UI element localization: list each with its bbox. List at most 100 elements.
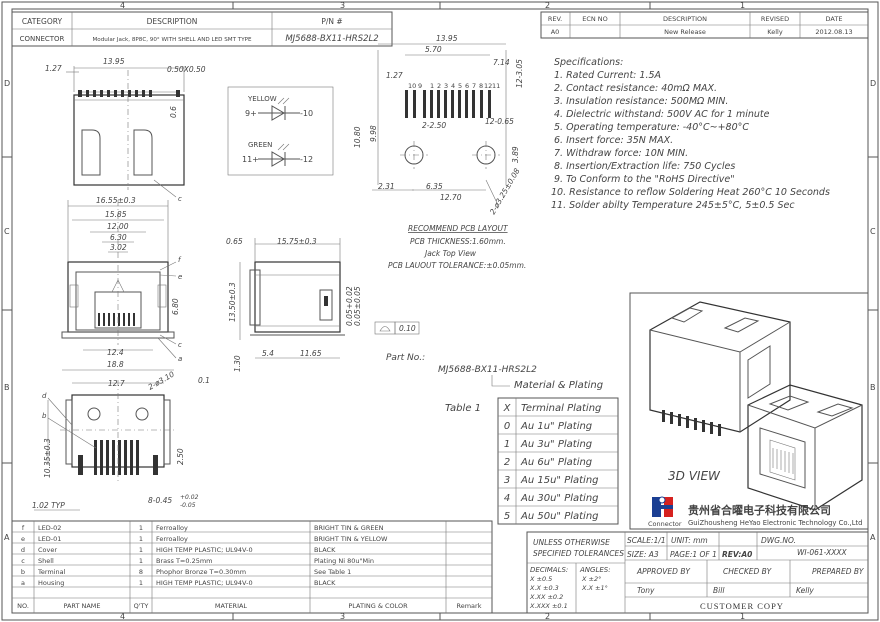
angles-xx: X.X ±1° (581, 584, 608, 592)
spec-item-8: 8. Insertion/Extraction life: 750 Cycles (554, 161, 735, 172)
dim-2-holes: 2-ø3.10 (147, 369, 177, 391)
dim-1-27: 1.27 (45, 64, 62, 73)
bom-row-a-no: a (21, 579, 25, 587)
pcb-pin-12: 12 (484, 82, 492, 90)
bom-row-c-name: Shell (38, 557, 54, 565)
pcb-pin-7: 7 (472, 82, 476, 90)
prepared-by-label: PREPARED BY (812, 567, 865, 576)
flatness-icon (379, 326, 391, 332)
dim-16-55: 16.55±0.3 (96, 196, 136, 205)
pcb-jack-top-view: Jack Top View (423, 249, 477, 258)
dim-0-65: 0.65 (226, 237, 243, 246)
pcb-pin-1: 1 (430, 82, 434, 90)
callout-a-front: a (178, 355, 182, 363)
pcb-pin-3: 3 (444, 82, 448, 90)
dim-5-4: 5.4 (262, 349, 274, 358)
bom-row-d-name: Cover (38, 546, 57, 554)
callout-b: b (42, 412, 47, 420)
plating-row-4: Au 30u" Plating (520, 493, 599, 504)
spec-item-2: 2. Contact resistance: 40mΩ MAX. (554, 83, 717, 94)
zone-left-a: A (4, 533, 10, 542)
angles-label: ANGLES: (579, 566, 611, 574)
bom-header-no: NO. (17, 602, 29, 610)
zone-left-d: D (4, 79, 10, 88)
company-logo: Connector (648, 496, 682, 528)
pcb-tolerance: PCB LAUOUT TOLERANCE:±0.05mm. (388, 261, 526, 270)
bom-row-b-no: b (21, 568, 25, 576)
dim-15-75: 15.75±0.3 (277, 237, 317, 246)
led-green-anode: 11+ (242, 155, 259, 164)
part-no-value: MJ5688-BX11-HRS2L2 (438, 365, 537, 375)
bom-row-d-plating: BLACK (314, 546, 336, 554)
spec-item-11: 11. Solder abilty Temperature 245±5°C, 5… (551, 200, 795, 211)
ecn-header: ECN NO (582, 15, 608, 23)
zone-top-1: 1 (740, 1, 745, 10)
decimals-x: X ±0.5 (529, 575, 552, 583)
dim-6-30: 6.30 (110, 233, 127, 242)
callout-f: f (178, 256, 182, 264)
bottom-view-callouts: d b (42, 392, 97, 449)
pcb-thickness: PCB THICKNESS:1.60mm. (410, 237, 506, 246)
dim-0-10: 0.10 (399, 324, 416, 333)
bom-row-f-name: LED-02 (38, 524, 61, 532)
pcb-pin-9: 9 (418, 82, 422, 90)
zone-markers: 4 3 2 1 4 3 2 1 D C B A D C B A (4, 1, 876, 621)
bom-header-plating: PLATING & COLOR (348, 602, 408, 610)
unit-value: UNIT: mm (671, 536, 708, 545)
led-yellow-cathode: -10 (300, 109, 313, 118)
plating-row-4-x: 4 (504, 493, 510, 504)
callout-c-top: c (153, 179, 182, 203)
zone-left-c: C (4, 227, 10, 236)
spec-item-5: 5. Operating temperature: -40°C~+80°C (554, 122, 749, 133)
pcb-layout (372, 43, 507, 206)
category-header: CATEGORY (22, 17, 63, 26)
bom-row-e-qty: 1 (139, 535, 143, 543)
pn-header: P/N # (321, 17, 342, 26)
zone-top-2: 2 (545, 1, 550, 10)
bottom-view (34, 380, 176, 511)
zone-bottom-1: 1 (740, 612, 745, 621)
material-plating-label: Material & Plating (514, 380, 603, 391)
company-block: Connector 贵州省合曜电子科技有限公司 GuiZhousheng HeY… (648, 496, 862, 528)
dim-12-00: 12.00 (107, 222, 129, 231)
led-green-icon (271, 151, 285, 167)
spec-item-9: 9. To Conform to the "RoHS Directive" (554, 174, 735, 185)
bom-row-c-material: Brass T=0.25mm (156, 557, 213, 565)
checked-name: Bill (713, 586, 725, 595)
prepared-name: Kelly (796, 586, 814, 595)
dim-0-05-0-05: 0.05±0.05 (353, 286, 362, 326)
bom-row-e-material: Ferroalloy (156, 535, 188, 543)
view-3d: 3D VIEW (629, 292, 869, 530)
specified-tolerances: SPECIFIED TOLERANCES (533, 549, 624, 558)
unless-otherwise: UNLESS OTHERWISE (533, 538, 610, 547)
bom-row-c-qty: 1 (139, 557, 143, 565)
dim-6-80: 6.80 (171, 298, 180, 315)
zone-right-b: B (870, 383, 876, 392)
plating-row-2: Au 6u" Plating (520, 457, 592, 468)
dim-pcb-1-27: 1.27 (386, 71, 403, 80)
callout-c-front: c (178, 341, 182, 349)
plating-row-1: Au 3u" Plating (520, 439, 592, 450)
dim-1-02-typ: 1.02 TYP (32, 501, 65, 510)
pcb-layout-title: RECOMMEND PCB LAYOUT (408, 224, 509, 233)
spec-item-4: 4. Dielectric withstand: 500V AC for 1 m… (554, 109, 770, 120)
led-green-label: GREEN (248, 141, 272, 149)
category-value: CONNECTOR (20, 35, 65, 43)
pcb-pin-2: 2 (437, 82, 441, 90)
top-view (66, 66, 185, 190)
front-view (61, 200, 175, 371)
dim-0-5x0-5: 0.50X0.50 (167, 65, 206, 74)
bom-row-b-qty: 8 (139, 568, 143, 576)
dim-2-50: 2.50 (176, 448, 185, 465)
description-header: DESCRIPTION (147, 17, 198, 26)
dim-pcb-9-98: 9.98 (369, 125, 378, 142)
dim-pcb-3-89: 3.89 (511, 146, 520, 163)
plating-col-terminal: Terminal Plating (521, 403, 601, 414)
dim-8-0-45: 8-0.45 (148, 496, 172, 505)
dim-pcb-5-70: 5.70 (425, 45, 442, 54)
angles-x: X ±2° (581, 575, 601, 583)
dim-pcb-6-35: 6.35 (426, 182, 443, 191)
dim-8-0-45-minus: -0.05 (180, 502, 196, 509)
dwg-no-value: WI-061-XXXX (797, 548, 848, 557)
plating-row-2-x: 2 (504, 457, 510, 468)
